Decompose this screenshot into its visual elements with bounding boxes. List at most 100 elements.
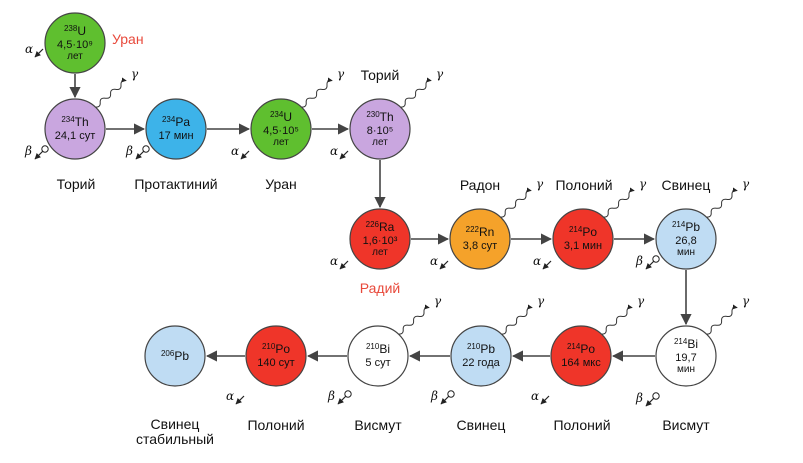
decay-symbol-u238: α: [25, 42, 33, 56]
half-life-ra226-0: 1,6·10³: [363, 235, 398, 247]
label-bi214: Висмут: [662, 417, 710, 433]
gamma-wave-pb210: [500, 304, 533, 335]
decay-marker-pb214: β: [635, 254, 660, 270]
nuclide-symbol-u238: 238U: [64, 24, 86, 38]
half-life-ra226-1: лет: [372, 247, 388, 258]
decay-symbol-u234: α: [231, 144, 239, 158]
decay-arrow-th230: [339, 150, 349, 160]
nuclide-symbol-rn222: 222Rn: [466, 225, 495, 239]
decay-arrow-bi214: [645, 397, 655, 407]
gamma-wave-bi210: [397, 304, 430, 335]
nuclide-symbol-th230: 230Th: [366, 110, 393, 124]
gamma-wave-rn222: [499, 187, 532, 218]
nuclide-symbol-po210: 210Po: [262, 342, 290, 356]
half-life-po214-0: 164 мкс: [561, 357, 601, 369]
electron-icon-pa234: [142, 145, 150, 153]
nuclide-circle-bi214: [655, 325, 717, 387]
gamma-symbol-u234: γ: [337, 67, 345, 81]
nuclide-circle-rn222: [449, 208, 511, 270]
nuclide-symbol-u234: 234U: [270, 110, 292, 124]
half-life-u234-1: лет: [273, 137, 289, 148]
decay-marker-u234: α: [231, 144, 250, 160]
electron-icon-pb214: [652, 255, 660, 263]
gamma-symbol-th230: γ: [436, 67, 444, 81]
nuclide-symbol-pb210: 210Pb: [467, 342, 495, 356]
nuclide-node-pb206: 206Pb: [144, 325, 206, 387]
decay-marker-po218: α: [533, 254, 552, 270]
decay-marker-po210: α: [226, 389, 245, 405]
gamma-wave-pb214: [705, 187, 738, 218]
decay-arrow-po218: [542, 260, 552, 270]
label-th230: Торий: [361, 67, 400, 83]
decay-symbol-ra226: α: [330, 254, 338, 268]
nuclide-circle-po214: [550, 325, 612, 387]
nuclide-symbol-pb206: 206Pb: [161, 349, 189, 363]
gamma-wave-th234: [94, 77, 127, 108]
label-rn222: Радон: [460, 177, 500, 193]
label-th234: Торий: [57, 176, 96, 192]
half-life-bi214-1: мин: [677, 364, 695, 375]
decay-symbol-po210: α: [226, 389, 234, 403]
decay-symbol-po218: α: [533, 254, 541, 268]
nuclide-symbol-pa234: 234Pa: [162, 115, 190, 129]
decay-marker-bi214: β: [635, 391, 660, 407]
gamma-symbol-bi210: γ: [434, 294, 442, 308]
electron-icon-bi210: [344, 390, 352, 398]
nuclide-circle-pb206: [144, 325, 206, 387]
decay-arrow-u234: [240, 150, 250, 160]
nuclide-symbol-th234: 234Th: [61, 115, 88, 129]
label-u234: Уран: [265, 176, 297, 192]
decay-symbol-rn222: α: [430, 254, 438, 268]
half-life-po210-0: 140 сут: [257, 357, 294, 369]
decay-arrow-ra226: [339, 260, 349, 270]
label-ra226: Радий: [360, 280, 400, 296]
nuclide-symbol-po214: 214Po: [567, 342, 595, 356]
electron-icon-pb210: [447, 390, 455, 398]
gamma-symbol-po218: γ: [639, 177, 647, 191]
decay-symbol-pa234: β: [125, 144, 133, 158]
nuclide-circle-th230: [349, 98, 411, 160]
decay-marker-pb210: β: [430, 389, 455, 405]
nuclide-circle-po210: [245, 325, 307, 387]
decay-symbol-po214: α: [531, 389, 539, 403]
half-life-po218-0: 3,1 мин: [564, 240, 602, 252]
nuclide-circle-pb210: [450, 325, 512, 387]
half-life-bi210-0: 5 сут: [365, 357, 390, 369]
decay-marker-po214: α: [531, 389, 550, 405]
decay-symbol-bi214: β: [635, 391, 643, 405]
decay-marker-bi210: β: [327, 389, 352, 405]
nuclide-symbol-pb214: 214Pb: [672, 220, 700, 234]
nuclide-circle-po218: [552, 208, 614, 270]
half-life-pb214-0: 26,8: [675, 235, 696, 247]
half-life-pb210-0: 22 года: [462, 357, 500, 369]
nuclide-circle-u234: [250, 98, 312, 160]
label-pa234: Протактиний: [134, 176, 217, 192]
decay-arrow-th234: [34, 150, 44, 160]
gamma-symbol-po214: γ: [637, 294, 645, 308]
label-po218: Полоний: [555, 177, 612, 193]
decay-arrow-pb210: [440, 395, 450, 405]
gamma-wave-u234: [300, 77, 333, 108]
label-pb210: Свинец: [457, 417, 506, 433]
nuclide-symbol-bi214: 214Bi: [674, 337, 698, 351]
decay-marker-pa234: β: [125, 144, 150, 160]
nuclide-circle-ra226: [349, 208, 411, 270]
decay-marker-u238: α: [25, 42, 44, 58]
nuclide-circle-th234: [44, 98, 106, 160]
label-po214: Полоний: [553, 417, 610, 433]
half-life-rn222-0: 3,8 сут: [463, 240, 497, 252]
nuclide-circle-pb214: [655, 208, 717, 270]
nuclide-circle-u238: [44, 12, 106, 74]
